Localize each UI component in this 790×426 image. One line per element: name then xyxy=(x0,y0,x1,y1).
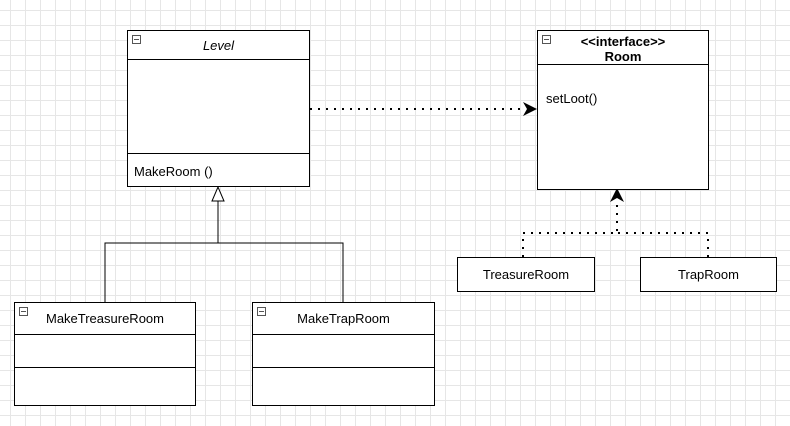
inheritance-arrowhead xyxy=(211,185,225,202)
stereotype-label: <<interface>> xyxy=(580,34,666,49)
inheritance-edge-treasure[interactable] xyxy=(104,201,219,302)
realization-edge-treasure[interactable] xyxy=(522,199,618,257)
class-treasure-room[interactable]: TreasureRoom xyxy=(457,257,595,292)
operation-item: MakeRoom () xyxy=(134,164,213,179)
attributes-compartment xyxy=(128,59,309,153)
class-make-treasure-room[interactable]: MakeTreasureRoom xyxy=(14,302,196,406)
class-name: TreasureRoom xyxy=(482,267,570,282)
realization-arrowhead xyxy=(610,188,624,202)
class-name: MakeTrapRoom xyxy=(297,311,390,326)
operation-item: setLoot() xyxy=(546,91,598,106)
operations-compartment: setLoot() xyxy=(538,64,708,189)
collapse-icon[interactable] xyxy=(542,35,551,44)
realization-edge-trap[interactable] xyxy=(617,232,709,257)
class-name: Room xyxy=(604,49,642,64)
class-trap-room[interactable]: TrapRoom xyxy=(640,257,777,292)
class-name: TrapRoom xyxy=(678,267,739,282)
inheritance-edge-trap[interactable] xyxy=(218,242,344,302)
dependency-arrowhead xyxy=(523,102,537,116)
collapse-icon[interactable] xyxy=(19,307,28,316)
operations-compartment xyxy=(253,367,434,405)
class-make-trap-room[interactable]: MakeTrapRoom xyxy=(252,302,435,406)
class-name: Level xyxy=(202,38,235,53)
attributes-compartment xyxy=(15,334,195,367)
class-name: MakeTreasureRoom xyxy=(45,311,164,326)
operations-compartment: MakeRoom () xyxy=(128,153,309,186)
class-room[interactable]: <<interface>> Room setLoot() xyxy=(537,30,709,190)
attributes-compartment xyxy=(253,334,434,367)
collapse-icon[interactable] xyxy=(257,307,266,316)
collapse-icon[interactable] xyxy=(132,35,141,44)
operations-compartment xyxy=(15,367,195,405)
class-level[interactable]: Level MakeRoom () xyxy=(127,30,310,187)
